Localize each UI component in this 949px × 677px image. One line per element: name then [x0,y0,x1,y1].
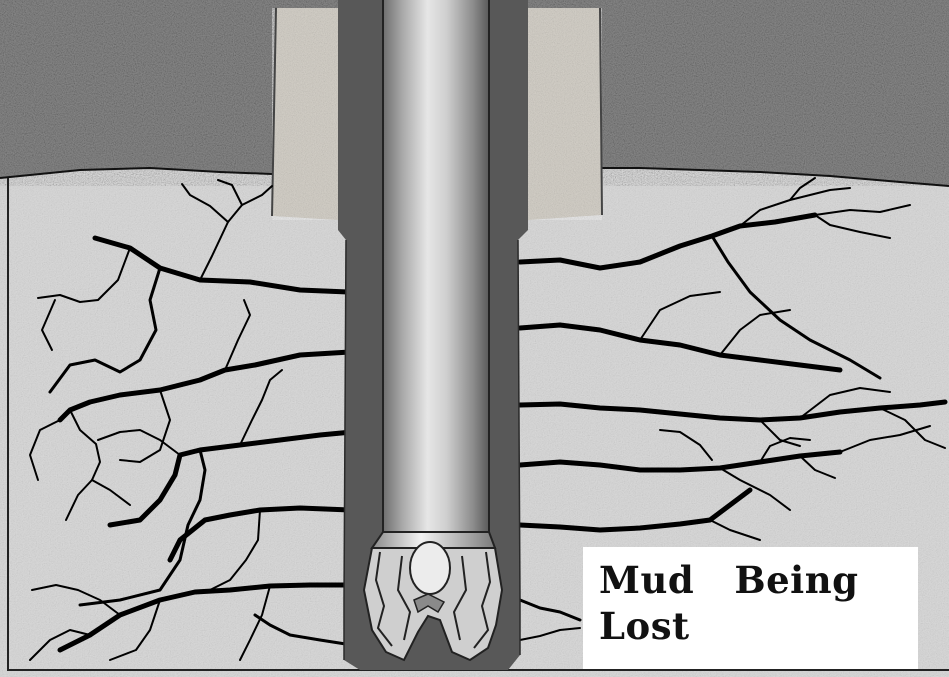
drill-pipe [383,0,489,534]
mud-loss-label: Mud Being Lost [583,547,918,669]
label-line-1: Mud Being [599,557,918,603]
label-line-2: Lost [599,603,918,649]
